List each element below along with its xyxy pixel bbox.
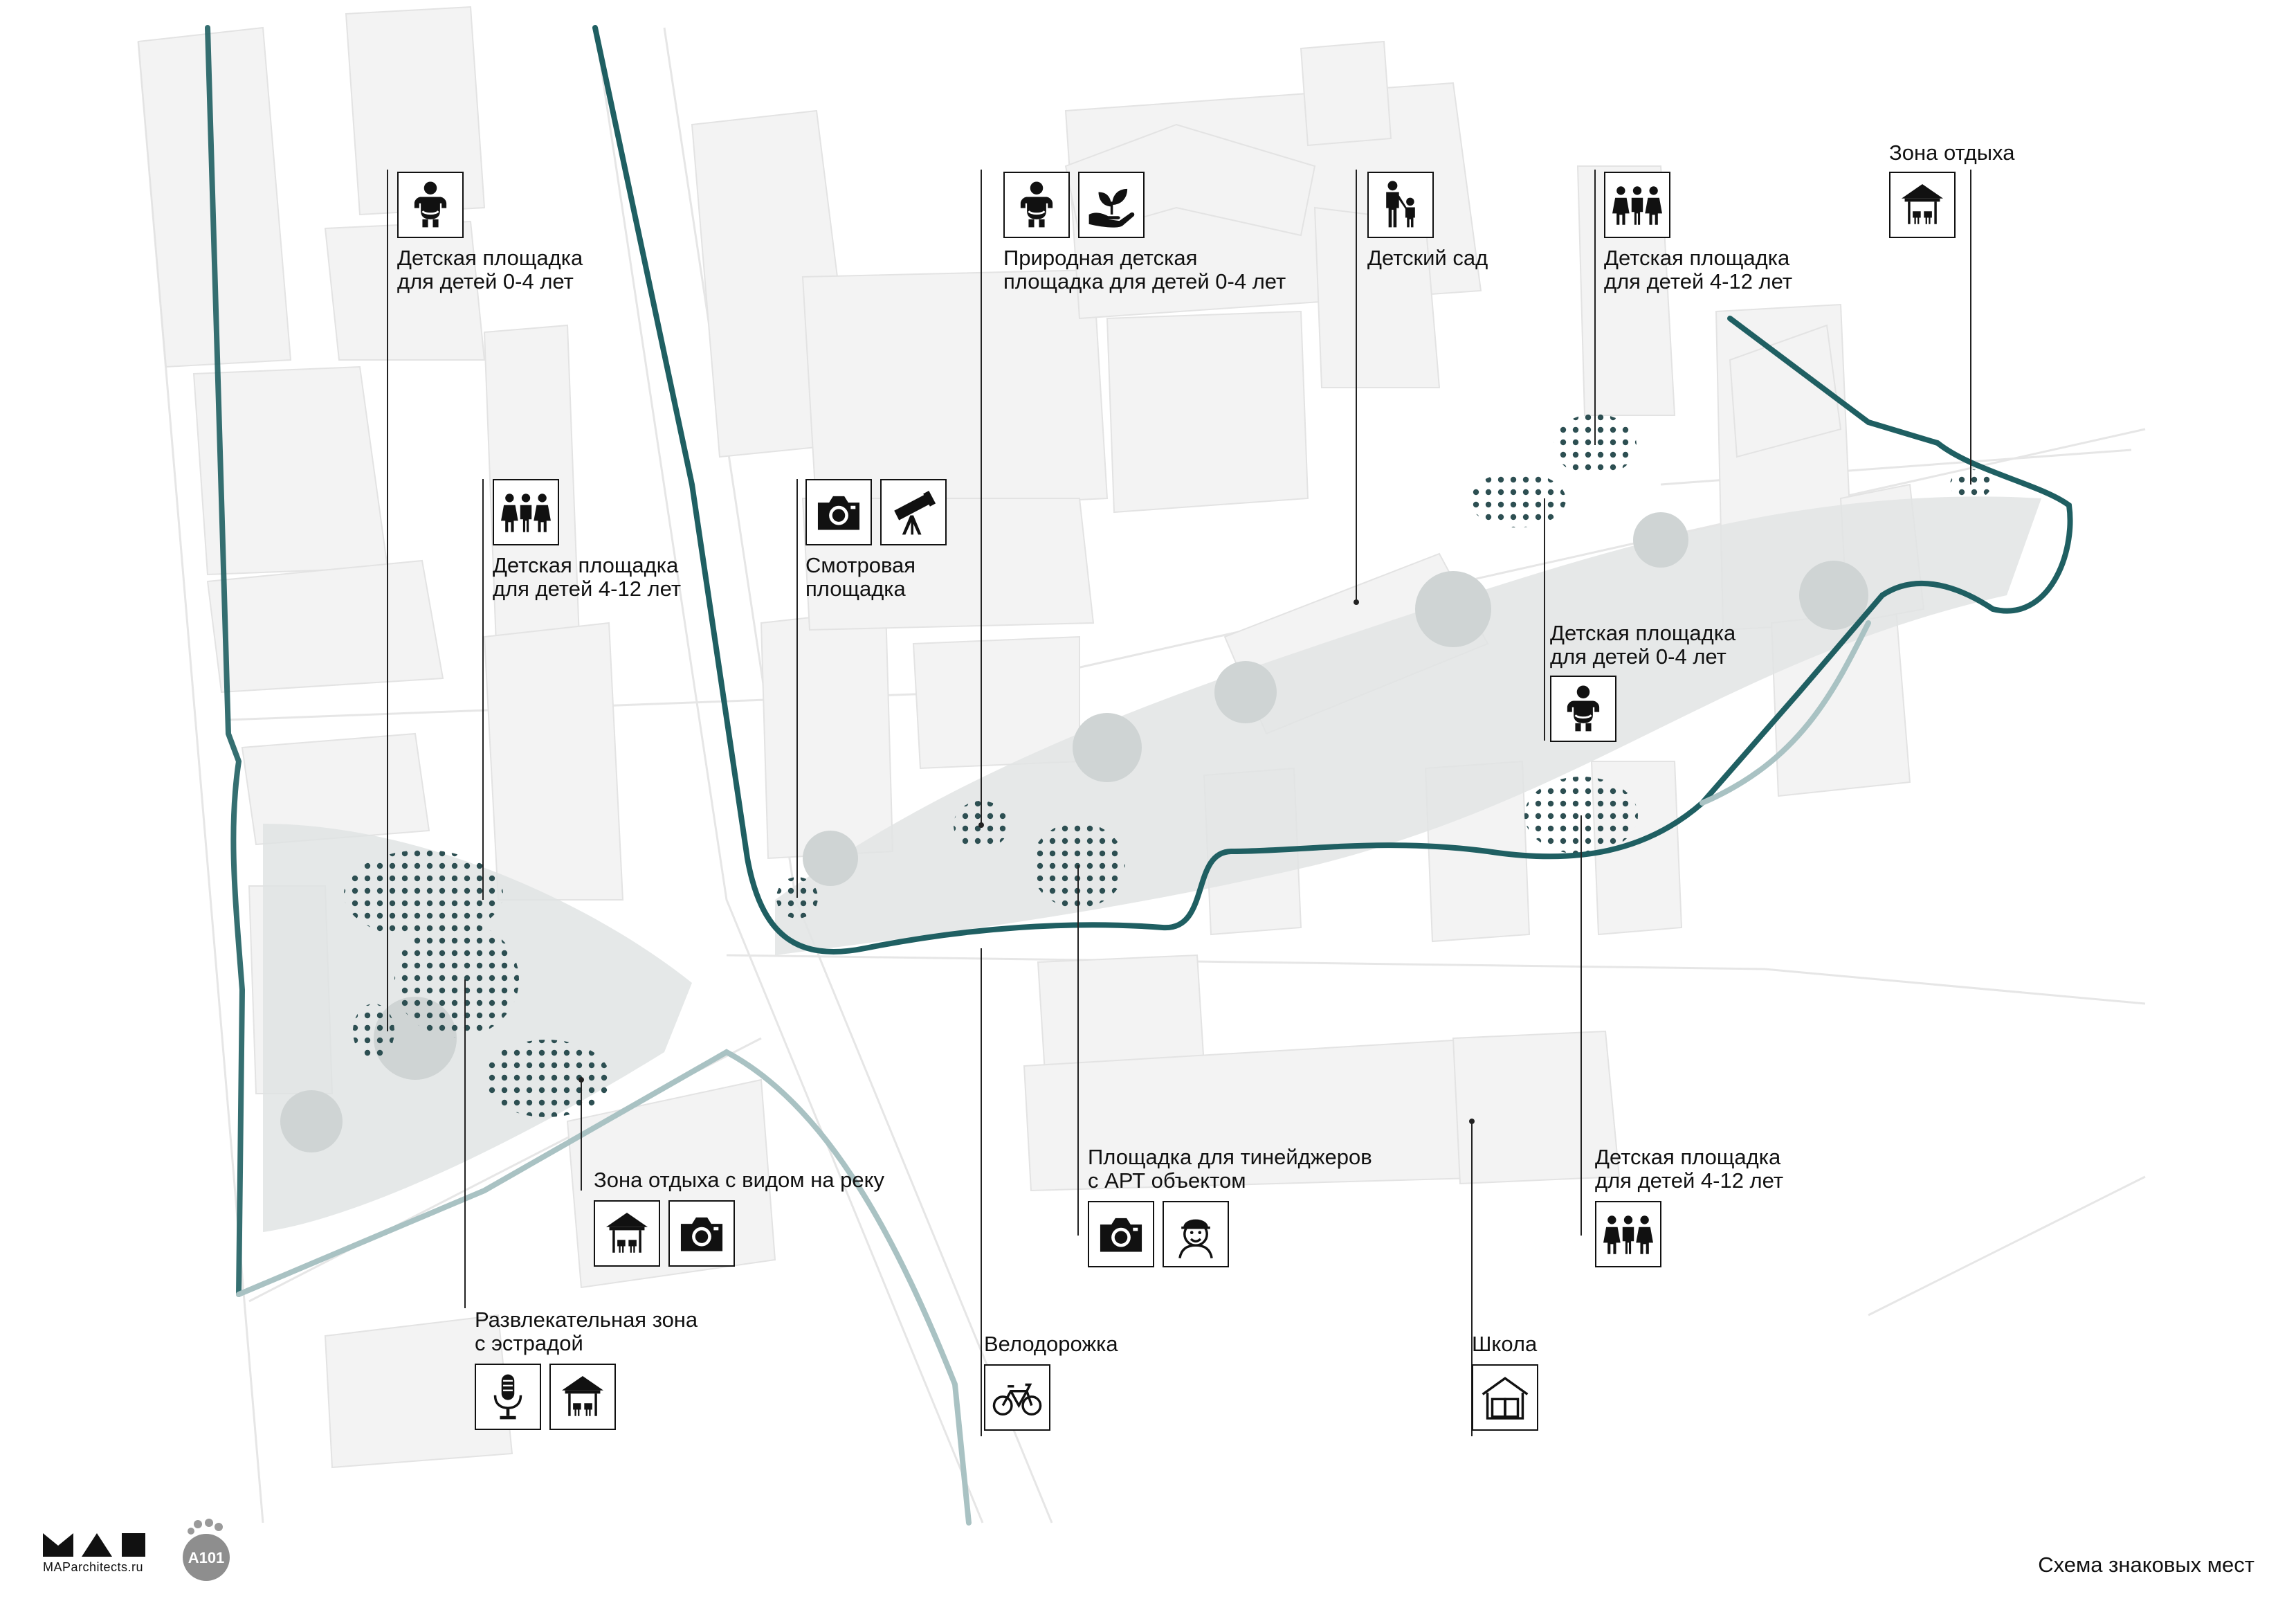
teen-icon [1163, 1201, 1229, 1267]
gazebo-icon [594, 1200, 660, 1267]
callout-label: Смотровая площадка [805, 553, 916, 601]
leader-dots [578, 599, 1475, 1124]
children-icon [1595, 1201, 1661, 1267]
a101-logo: A101 [183, 1519, 230, 1581]
children-icon [493, 479, 559, 545]
callout-icons [594, 1200, 884, 1267]
callout-kids-0-4-west: Детская площадка для детей 0-4 лет [397, 172, 583, 293]
callout-label: Детский сад [1367, 246, 1488, 270]
page-caption: Схема знаковых мест [2038, 1553, 2254, 1577]
callout-icons [1003, 172, 1286, 238]
callout-label: Детская площадка для детей 4-12 лет [1595, 1145, 1784, 1193]
callout-label: Зона отдыха с видом на реку [594, 1168, 885, 1192]
callout-icons [397, 172, 583, 238]
callout-label: Развлекательная зона с эстрадой [475, 1308, 698, 1355]
callout-icons [1472, 1364, 1538, 1431]
callout-bike-path: Велодорожка [984, 1332, 1118, 1431]
camera-icon [805, 479, 872, 545]
callout-teen-zone: Площадка для тинейджеров с АРТ объектом [1088, 1146, 1372, 1267]
logo-url: MAParchitects.ru [43, 1560, 144, 1574]
callout-label: Зона отдыха [1889, 141, 2015, 165]
camera-icon [668, 1200, 735, 1267]
callout-icons [1367, 172, 1488, 238]
walking-route [205, 25, 2073, 1526]
callout-icons [1604, 172, 1792, 238]
children-icon [1604, 172, 1670, 238]
a101-badge-text: A101 [188, 1549, 225, 1566]
baby-icon [1003, 172, 1070, 238]
callout-icons [493, 479, 681, 545]
callout-icons [984, 1364, 1118, 1431]
callout-label: Детская площадка для детей 0-4 лет [1550, 621, 1736, 669]
callout-label: Детская площадка для детей 0-4 лет [397, 246, 583, 293]
callout-label: Детская площадка для детей 4-12 лет [493, 553, 682, 601]
callout-label: Велодорожка [984, 1332, 1118, 1356]
callout-river-rest: Зона отдыха с видом на реку [594, 1168, 884, 1267]
gazebo-icon [549, 1364, 616, 1430]
callout-icons [1088, 1201, 1372, 1267]
microphone-icon [475, 1364, 541, 1430]
bicycle-icon [984, 1364, 1050, 1431]
plant-hand-icon [1078, 172, 1145, 238]
telescope-icon [880, 479, 947, 545]
school-icon [1472, 1364, 1538, 1431]
callout-icons [475, 1364, 698, 1430]
callout-rest-zone: Зона отдыха [1889, 141, 2014, 238]
callout-viewpoint: Смотровая площадка [805, 479, 947, 601]
callout-icons [805, 479, 947, 545]
leader-lines [387, 170, 1971, 1436]
gazebo-icon [1889, 172, 1956, 238]
callout-label: Природная детская площадка для детей 0-4… [1003, 246, 1286, 293]
callout-icons [1595, 1201, 1783, 1267]
baby-icon [1550, 676, 1616, 742]
callout-kids-4-12-north: Детская площадка для детей 4-12 лет [1604, 172, 1792, 293]
callout-kids-4-12-south: Детская площадка для детей 4-12 лет [1595, 1146, 1783, 1267]
callout-icons [1889, 172, 2014, 238]
callout-label: Детская площадка для детей 4-12 лет [1604, 246, 1793, 293]
callout-kids-0-4-east: Детская площадка для детей 0-4 лет [1550, 622, 1735, 742]
callout-school: Школа [1472, 1332, 1538, 1431]
callout-label: Площадка для тинейджеров с АРТ объектом [1088, 1145, 1372, 1193]
baby-icon [397, 172, 464, 238]
callout-kids-4-12-west: Детская площадка для детей 4-12 лет [493, 479, 681, 601]
camera-icon [1088, 1201, 1154, 1267]
callout-kindergarten: Детский сад [1367, 172, 1488, 270]
parent-child-icon [1367, 172, 1434, 238]
callout-label: Школа [1472, 1332, 1538, 1356]
callout-icons [1550, 676, 1735, 742]
map-architects-logo [43, 1533, 145, 1557]
callout-stage-zone: Развлекательная зона с эстрадой [475, 1308, 698, 1430]
callout-nature-playground: Природная детская площадка для детей 0-4… [1003, 172, 1286, 293]
